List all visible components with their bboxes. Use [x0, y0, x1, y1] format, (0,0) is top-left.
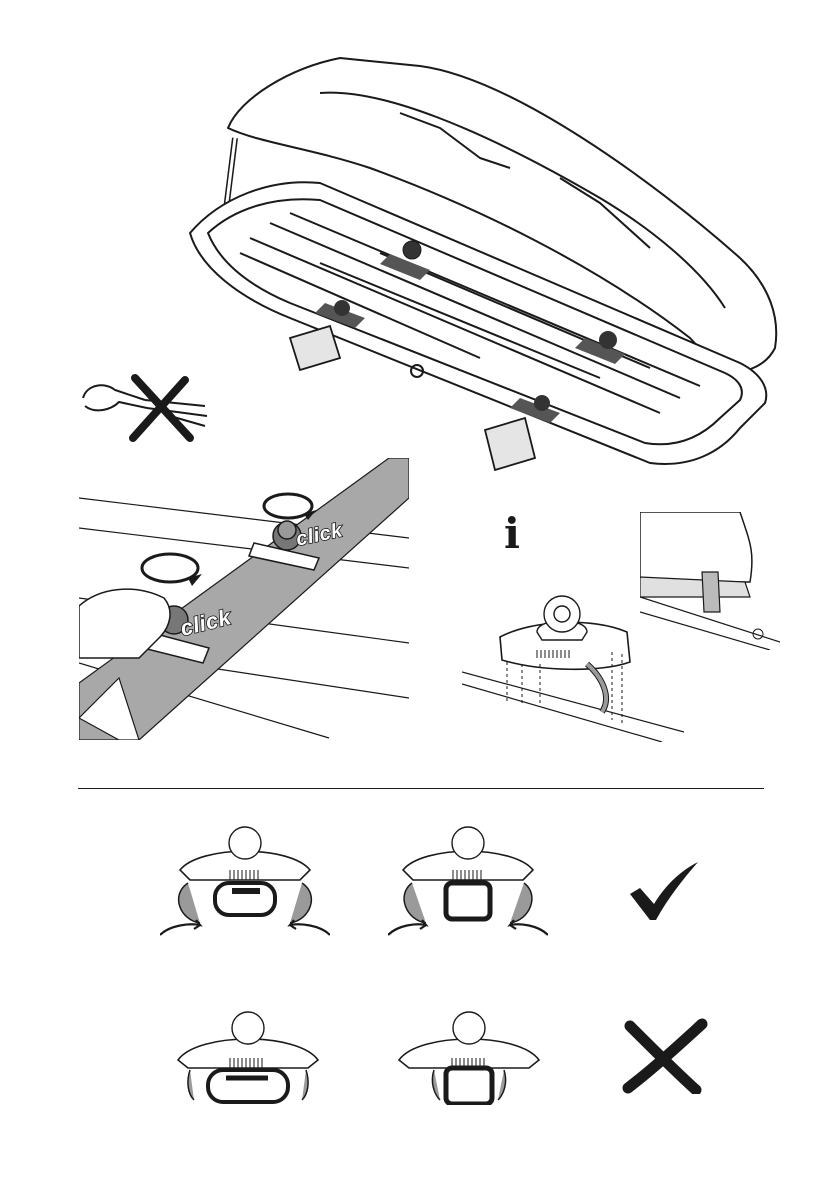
correct-clamp-square-bar	[388, 825, 548, 945]
rotate-arrow-lower	[138, 548, 208, 588]
cross-icon	[622, 1018, 708, 1094]
rotate-arrow-icon	[138, 548, 208, 588]
box-corner-icon	[640, 512, 780, 650]
incorrect-clamp-square-bar	[394, 1010, 544, 1105]
tighten-knobs-illustration	[79, 458, 409, 740]
rotate-arrow-upper	[260, 488, 320, 524]
rotate-arrow-icon	[260, 488, 320, 524]
checkmark-icon	[628, 860, 700, 922]
incorrect-clamp-round-bar	[168, 1010, 328, 1105]
roof-box-illustration	[180, 18, 780, 488]
clamp-round-bar-icon	[168, 1010, 328, 1105]
section-divider	[78, 788, 764, 789]
correct-clamp-round-bar	[160, 825, 330, 945]
clamp-square-bar-icon	[394, 1010, 544, 1105]
correct-checkmark	[628, 860, 700, 922]
box-corner-detail	[640, 512, 780, 650]
pliers-forbidden	[75, 368, 215, 448]
incorrect-cross	[622, 1018, 708, 1094]
clamp-square-bar-icon	[388, 825, 548, 945]
info-icon: i	[497, 514, 527, 554]
rail-knob-icon	[79, 458, 409, 740]
roof-box-icon	[180, 18, 780, 488]
pliers-crossed-icon	[75, 368, 215, 448]
clamp-round-bar-icon	[160, 825, 330, 945]
